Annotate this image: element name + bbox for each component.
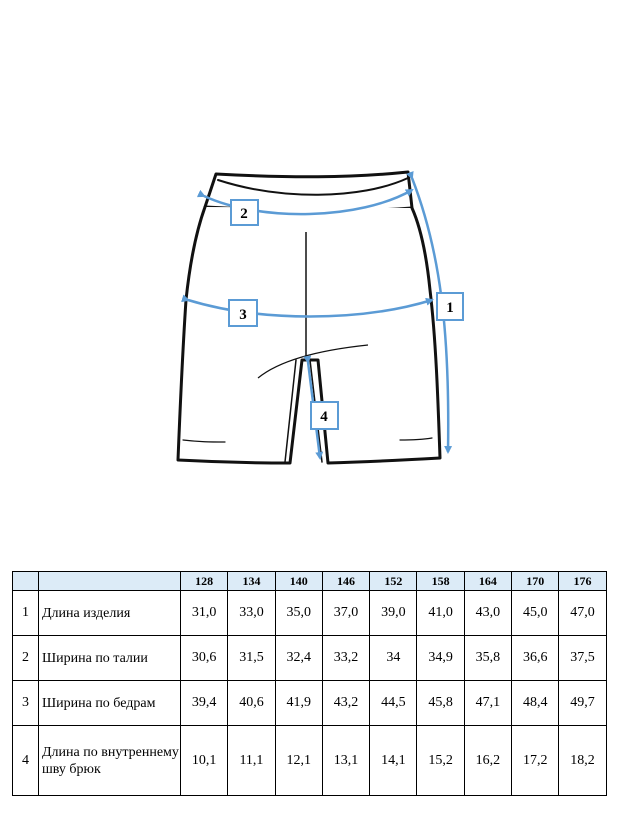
measurement-value: 13,1 [321, 725, 371, 796]
measurement-value: 45,8 [416, 680, 465, 726]
parameter-name: Ширина по бедрам [38, 680, 181, 726]
measurement-value: 30,6 [179, 635, 229, 681]
parameter-name: Длина по внутреннему шву брюк [38, 725, 181, 796]
size-header: 158 [416, 571, 465, 591]
table-row: 4 Длина по внутреннему шву брюк 10,1 11,… [12, 725, 607, 796]
measurement-value: 44,5 [369, 680, 418, 726]
measurement-value: 12,1 [274, 725, 323, 796]
measurement-value: 33,2 [321, 635, 371, 681]
arrow-waist [196, 188, 414, 216]
marker-badge-4: 4 [310, 401, 339, 430]
measurement-value: 39,0 [369, 590, 418, 636]
size-header: 140 [274, 571, 323, 591]
size-header: 152 [369, 571, 418, 591]
svg-text:4: 4 [320, 409, 328, 425]
measurement-value: 16,2 [463, 725, 513, 796]
marker-badge-2: 2 [230, 199, 259, 226]
measurement-value: 41,9 [274, 680, 323, 726]
row-number: 4 [12, 725, 39, 796]
table-row: 2 Ширина по талии 30,6 31,5 32,4 33,2 34… [12, 635, 607, 681]
measurement-value: 33,0 [227, 590, 276, 636]
measurement-value: 31,0 [179, 590, 229, 636]
measurement-value: 14,1 [369, 725, 418, 796]
measurement-value: 43,2 [321, 680, 371, 726]
measurement-value: 18,2 [558, 725, 607, 796]
measurement-value: 31,5 [227, 635, 276, 681]
marker-badge-3: 3 [228, 299, 258, 327]
measurement-value: 43,0 [463, 590, 513, 636]
measurement-value: 36,6 [511, 635, 560, 681]
table-row: 3 Ширина по бедрам 39,4 40,6 41,9 43,2 4… [12, 680, 607, 726]
size-header: 164 [463, 571, 513, 591]
arrow-hips [181, 294, 434, 318]
table-row: 1 Длина изделия 31,0 33,0 35,0 37,0 39,0… [12, 590, 607, 636]
measurement-value: 11,1 [227, 725, 276, 796]
header-num-cell [12, 571, 39, 591]
measurement-value: 34,9 [416, 635, 465, 681]
parameter-name: Ширина по талии [38, 635, 181, 681]
measurement-value: 40,6 [227, 680, 276, 726]
row-number: 2 [12, 635, 39, 681]
svg-text:3: 3 [239, 307, 247, 323]
measurement-value: 47,0 [558, 590, 607, 636]
measurement-value: 35,8 [463, 635, 513, 681]
measurement-value: 45,0 [511, 590, 560, 636]
measurement-value: 39,4 [179, 680, 229, 726]
measurement-value: 37,0 [321, 590, 371, 636]
size-header-row: 128 134 140 146 152 158 164 170 176 [12, 571, 607, 591]
measurement-value: 34 [369, 635, 418, 681]
measurement-value: 10,1 [179, 725, 229, 796]
row-number: 3 [12, 680, 39, 726]
measurement-value: 49,7 [558, 680, 607, 726]
measurement-value: 35,0 [274, 590, 323, 636]
parameter-name: Длина изделия [38, 590, 181, 636]
measurement-value: 41,0 [416, 590, 465, 636]
marker-badge-1: 1 [436, 292, 464, 321]
size-header: 170 [511, 571, 560, 591]
size-chart-table: 128 134 140 146 152 158 164 170 176 1 Дл… [12, 571, 607, 796]
svg-text:1: 1 [446, 300, 454, 316]
size-header: 134 [227, 571, 276, 591]
measurement-value: 17,2 [511, 725, 560, 796]
header-param-cell [38, 571, 181, 591]
svg-text:2: 2 [240, 206, 248, 222]
measurement-value: 48,4 [511, 680, 560, 726]
measurement-value: 32,4 [274, 635, 323, 681]
shorts-measurement-diagram: 1 2 3 4 [176, 170, 464, 465]
measurement-value: 15,2 [416, 725, 465, 796]
size-header: 128 [179, 571, 229, 591]
size-header: 176 [558, 571, 607, 591]
size-header: 146 [321, 571, 371, 591]
measurement-value: 37,5 [558, 635, 607, 681]
row-number: 1 [12, 590, 39, 636]
measurement-value: 47,1 [463, 680, 513, 726]
